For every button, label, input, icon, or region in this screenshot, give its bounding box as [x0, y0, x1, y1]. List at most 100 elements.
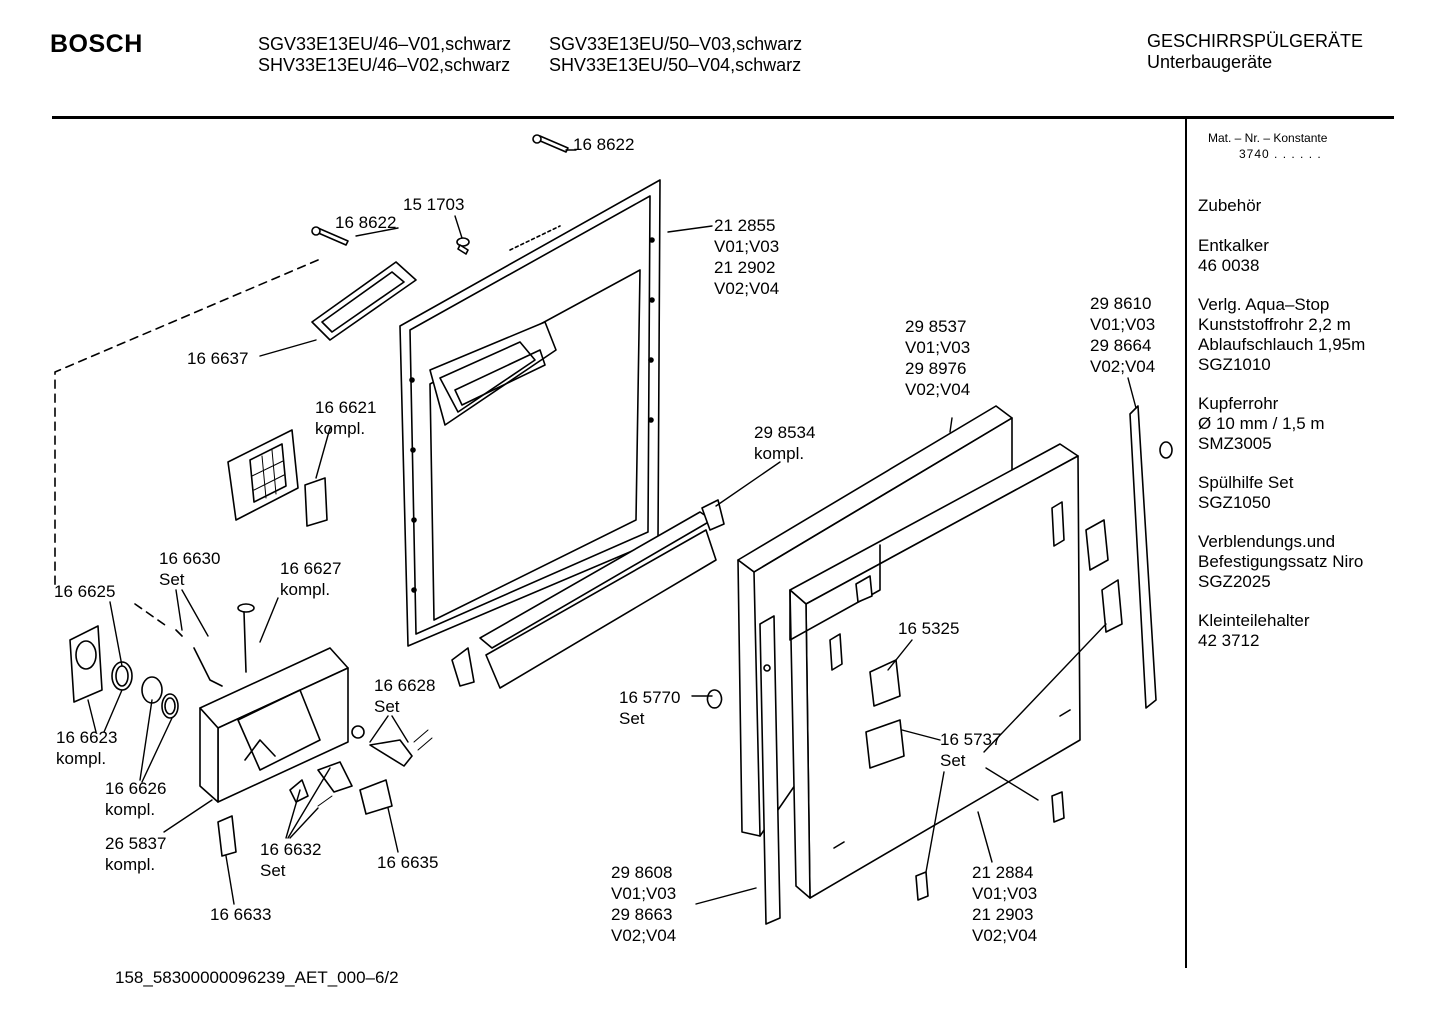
accessory-line: Entkalker — [1198, 236, 1269, 255]
accessory-line: Verlg. Aqua–Stop — [1198, 295, 1330, 314]
label-line: kompl. — [56, 749, 107, 768]
label-line: V01;V03 — [611, 884, 677, 903]
accessory-line: SGZ2025 — [1198, 572, 1271, 591]
accessory-item: Spülhilfe Set SGZ1050 — [1198, 473, 1365, 513]
accessory-line: Ablaufschlauch 1,95m — [1198, 335, 1366, 354]
label-line: Set — [159, 570, 185, 589]
label-line: V02;V04 — [905, 380, 971, 399]
mat-number-value: 3740 . . . . . . — [1239, 147, 1322, 161]
label-line: 16 6637 — [187, 349, 249, 368]
label-line: 21 2855 — [714, 216, 776, 235]
part-label: 16 6621 kompl. — [315, 397, 376, 439]
label-line: kompl. — [280, 580, 331, 599]
accessory-line: SGZ1050 — [1198, 493, 1271, 512]
accessories-heading: Zubehör — [1198, 196, 1262, 215]
control-unit — [199, 647, 349, 803]
label-line: 29 8976 — [905, 359, 967, 378]
label-line: 16 5325 — [898, 619, 960, 638]
accessory-line: Kupferrohr — [1198, 394, 1279, 413]
part-label: 16 6623 kompl. — [56, 727, 117, 769]
accessory-line: Kleinteilehalter — [1198, 611, 1310, 630]
label-line: 16 6623 — [56, 728, 118, 747]
category-title: GESCHIRRSPÜLGERÄTE — [1147, 31, 1364, 51]
screw-small — [456, 237, 470, 255]
model-list-left: SGV33E13EU/46–V01,schwarz SHV33E13EU/46–… — [258, 34, 511, 76]
screw-left — [311, 226, 349, 246]
label-line: V02;V04 — [611, 926, 677, 945]
label-line: 26 5837 — [105, 834, 167, 853]
mounting-frame — [789, 443, 1081, 899]
label-line: kompl. — [315, 419, 366, 438]
sidebar-divider — [1185, 118, 1187, 968]
label-line: V02;V04 — [714, 279, 780, 298]
part-label: 16 8622 — [335, 212, 396, 233]
hinge-strip — [451, 499, 725, 689]
label-line: V01;V03 — [1090, 315, 1156, 334]
spring-parts — [289, 725, 433, 815]
accessory-item: Kupferrohr Ø 10 mm / 1,5 m SMZ3005 — [1198, 394, 1365, 454]
accessory-line: Verblendungs.und — [1198, 532, 1336, 551]
label-line: 16 6633 — [210, 905, 272, 924]
inner-door-panel — [399, 179, 661, 647]
accessory-item: Entkalker 46 0038 — [1198, 236, 1365, 276]
screw-top — [532, 134, 569, 153]
label-line: 16 6627 — [280, 559, 342, 578]
accessory-line: Befestigungssatz Niro — [1198, 552, 1364, 571]
part-label: 16 6625 — [54, 581, 115, 602]
part-label: 16 8622 — [573, 134, 634, 155]
dashed-leader — [134, 603, 166, 626]
outer-door-panel — [737, 405, 1013, 837]
label-line: 16 6635 — [377, 853, 439, 872]
model-name: SHV33E13EU/50–V04,schwarz — [549, 55, 802, 75]
label-line: 29 8537 — [905, 317, 967, 336]
label-line: 16 8622 — [335, 213, 397, 232]
label-line: Set — [619, 709, 645, 728]
label-line: 16 8622 — [573, 135, 635, 154]
dashed-leader — [54, 259, 319, 591]
label-line: 29 8610 — [1090, 294, 1152, 313]
label-line: V02;V04 — [972, 926, 1038, 945]
part-label: 26 5837 kompl. — [105, 833, 166, 875]
part-label: 16 6635 — [377, 852, 438, 873]
accessory-item: Kleinteilehalter 42 3712 — [1198, 611, 1365, 651]
dispenser-frame — [311, 261, 417, 341]
label-line: kompl. — [105, 800, 156, 819]
accessory-item: Verblendungs.und Befestigungssatz Niro S… — [1198, 532, 1365, 592]
dispenser-cover — [227, 429, 328, 527]
bracket-parts — [706, 519, 1123, 901]
label-line: V01;V03 — [972, 884, 1038, 903]
label-line: 16 5770 — [619, 688, 681, 707]
seal-ring-part — [69, 625, 179, 719]
label-line: 29 8664 — [1090, 336, 1152, 355]
part-label: 16 6633 — [210, 904, 271, 925]
accessory-line: SMZ3005 — [1198, 434, 1272, 453]
header-divider — [52, 116, 1394, 119]
label-line: 29 8608 — [611, 863, 673, 882]
label-line: 16 5737 — [940, 730, 1002, 749]
label-line: 16 6625 — [54, 582, 116, 601]
part-label: 16 6627 kompl. — [280, 558, 341, 600]
part-label: 16 6637 — [187, 348, 248, 369]
label-line: kompl. — [105, 855, 156, 874]
label-line: 16 6621 — [315, 398, 377, 417]
accessory-line: Spülhilfe Set — [1198, 473, 1294, 492]
valve-part — [175, 603, 255, 857]
label-line: V01;V03 — [714, 237, 780, 256]
accessory-line: 42 3712 — [1198, 631, 1260, 650]
label-line: 16 6628 — [374, 676, 436, 695]
label-line: V02;V04 — [1090, 357, 1156, 376]
accessory-line: 46 0038 — [1198, 256, 1260, 275]
part-label: 16 5325 — [898, 618, 959, 639]
model-name: SGV33E13EU/50–V03,schwarz — [549, 34, 803, 54]
accessories-list: Entkalker 46 0038 Verlg. Aqua–Stop Kunst… — [1198, 236, 1365, 670]
label-line: Set — [940, 751, 966, 770]
label-line: Set — [374, 697, 400, 716]
